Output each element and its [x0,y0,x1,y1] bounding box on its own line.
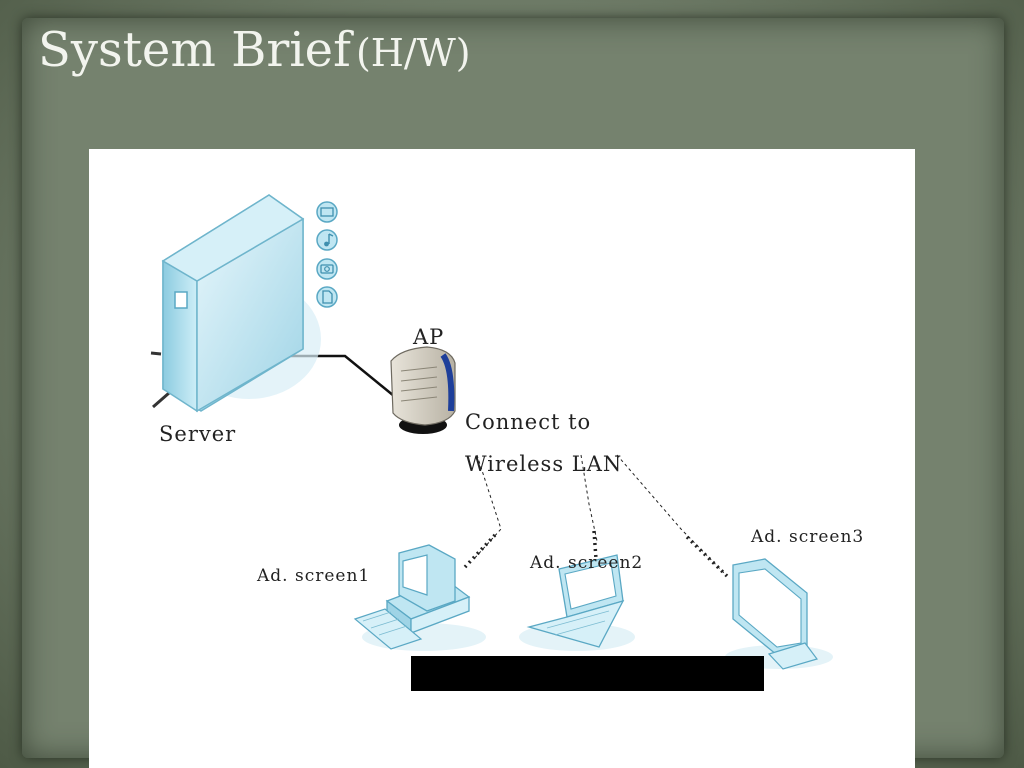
wireless-links [472,454,726,575]
music-note-icon [316,229,338,251]
wireless-access-point-icon [390,346,456,434]
document-icon [316,286,338,308]
slide-title: System Brief (H/W) [38,22,471,78]
server-label: Server [159,422,237,446]
folder-icon [316,201,338,223]
connect-label-line1: Connect to [465,410,592,434]
desktop-computer-icon [353,544,486,651]
camera-icon [316,258,338,280]
screen2-label: Ad. screen2 [530,553,644,573]
laptop-icon [519,554,635,651]
wireless-link-dots [463,530,729,578]
slide-title-main: System Brief [38,22,351,78]
screen1-label: Ad. screen1 [257,566,371,586]
network-diagram [150,194,833,670]
screen3-label: Ad. screen3 [751,527,865,547]
slide-title-sub: (H/W) [355,31,471,75]
monitor-icon [725,558,833,670]
diagram-canvas: Server AP Connect to Wireless LAN Ad. sc… [89,149,915,768]
server-tower-icon [161,194,321,413]
connect-label-line2: Wireless LAN [465,452,623,476]
redaction-bar [411,656,764,691]
ap-label: AP [413,325,445,349]
